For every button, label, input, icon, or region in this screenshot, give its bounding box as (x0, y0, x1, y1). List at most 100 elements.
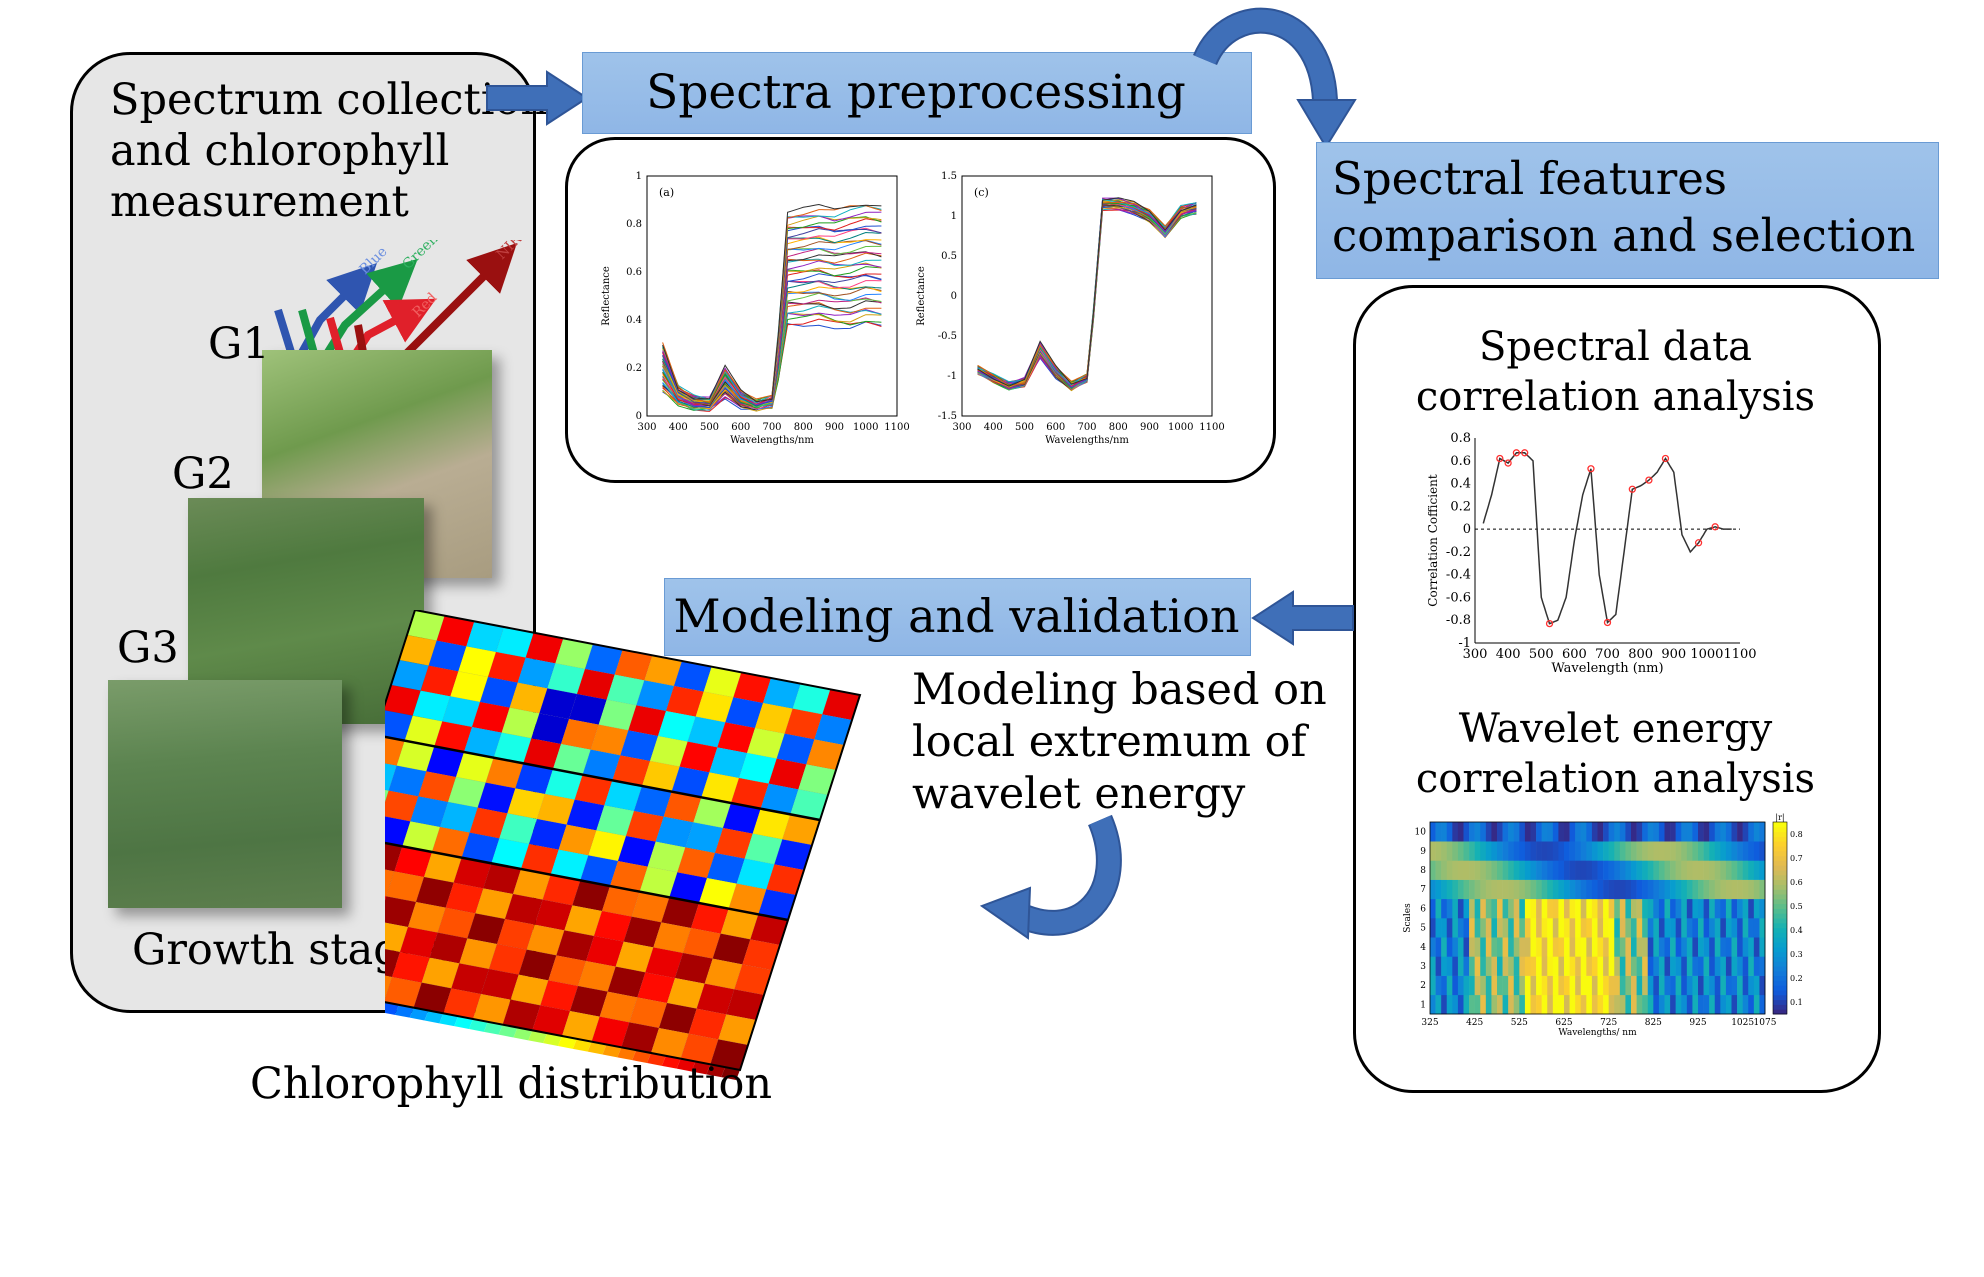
heatmap-cell (1513, 937, 1520, 957)
heatmap-cell (1541, 822, 1548, 842)
colorbar-segment (1773, 975, 1787, 981)
heatmap-cell (1446, 918, 1453, 938)
corr-ytick: -0.8 (1446, 613, 1471, 628)
heatmap-cell (1737, 937, 1743, 957)
heatmap-cell (1485, 860, 1492, 880)
heatmap-cell (1670, 994, 1676, 1015)
corr-ytick: 0.2 (1450, 499, 1471, 514)
heatmap-cell (1491, 841, 1498, 861)
map-colorbar-segment (558, 1036, 577, 1049)
heatmap-cell (1748, 918, 1755, 938)
heatmap-cell (1698, 860, 1704, 880)
heatmap-cell (1725, 822, 1732, 842)
heatmap-cell (1513, 898, 1520, 919)
heatmap-cell (1480, 918, 1487, 938)
heatmap-cell (1614, 822, 1621, 842)
heatmap-cell (1709, 822, 1716, 842)
heatmap-cell (1653, 879, 1660, 900)
heatmap-cell (1642, 956, 1649, 976)
heatmap-cell (1446, 994, 1453, 1015)
heatmap-cell (1491, 879, 1498, 900)
map-colorbar-segment (385, 1002, 399, 1015)
corr-extremum-marker (1504, 459, 1512, 467)
heatmap-xtick: 925 (1689, 1018, 1706, 1028)
heatmap-cell (1742, 937, 1749, 957)
heatmap-cell (1558, 898, 1565, 919)
band-label-blue: Blue (357, 244, 391, 278)
chart-c-ytick: 0.5 (941, 251, 957, 262)
heatmap-cell (1664, 822, 1671, 842)
heatmap-cell (1703, 879, 1710, 900)
heatmap-cell (1586, 860, 1593, 880)
heatmap-cell (1491, 898, 1498, 919)
heatmap-cell (1731, 918, 1738, 938)
heatmap-cell (1564, 937, 1570, 957)
heatmap-cell (1524, 975, 1531, 996)
heatmap-cell (1642, 898, 1649, 919)
heatmap-cell (1642, 918, 1649, 938)
heatmap-cell (1653, 860, 1660, 880)
heatmap-cell (1670, 937, 1676, 957)
map-colorbar-segment (572, 1038, 592, 1052)
heatmap-cell (1552, 841, 1559, 861)
colorbar-segment (1773, 999, 1787, 1005)
heatmap-cell (1524, 918, 1531, 938)
heatmap-cell (1658, 860, 1665, 880)
heatmap-cell (1608, 879, 1615, 900)
heatmap-cell (1513, 822, 1520, 842)
heatmap-cell (1502, 860, 1509, 880)
map-colorbar-segment (424, 1010, 444, 1024)
heatmap-cell (1524, 879, 1531, 900)
heatmap-cell (1435, 860, 1442, 880)
corr-ytick: 0 (1463, 522, 1471, 537)
colorbar-segment (1773, 870, 1787, 876)
heatmap-cell (1753, 822, 1760, 842)
heatmap-cell (1480, 860, 1487, 880)
heatmap-cell (1513, 879, 1520, 900)
heatmap-cell (1569, 841, 1576, 861)
heatmap-cell (1681, 860, 1688, 880)
chart-a-tag: (a) (659, 186, 674, 199)
heatmap-cell (1614, 918, 1621, 938)
heatmap-cell (1446, 822, 1453, 842)
heatmap-cell (1631, 898, 1637, 919)
heatmap-cell (1536, 822, 1542, 842)
heatmap-cell (1457, 975, 1464, 996)
heatmap-cell (1742, 879, 1749, 900)
heatmap-cell (1603, 956, 1609, 976)
heatmap-cell (1586, 918, 1593, 938)
heatmap-cell (1742, 994, 1749, 1015)
heatmap-cell (1552, 822, 1559, 842)
heatmap-cell (1597, 975, 1604, 996)
map-plot-divider (385, 841, 789, 922)
heatmap-cell (1709, 937, 1716, 957)
heatmap-cell (1558, 956, 1565, 976)
chart-a-series-line (662, 248, 882, 405)
chart-a-series-line (662, 205, 882, 403)
heatmap-cell (1603, 994, 1609, 1015)
corr-ytick: -1 (1458, 636, 1471, 651)
heatmap-cell (1530, 956, 1537, 976)
heatmap-cell (1737, 898, 1743, 919)
heatmap-cell (1753, 937, 1760, 957)
heatmap-cell (1686, 879, 1693, 900)
heatmap-cell (1737, 860, 1743, 880)
heatmap-cell (1737, 994, 1743, 1015)
chart-a-series-line (662, 215, 882, 402)
heatmap-cell (1681, 937, 1688, 957)
map-colorbar-segment (691, 1061, 711, 1075)
heatmap-cell (1737, 918, 1743, 938)
chart-a-series-line (662, 236, 882, 405)
heatmap-cell (1642, 879, 1649, 900)
heatmap-cell (1681, 918, 1688, 938)
heatmap-cell (1463, 937, 1470, 957)
heatmap-cell (1491, 918, 1498, 938)
heatmap-cell (1686, 994, 1693, 1015)
heatmap-cell (1485, 975, 1492, 996)
colorbar-tick: 0.8 (1790, 830, 1803, 839)
heatmap-cell (1441, 937, 1448, 957)
heatmap-cell (1474, 994, 1481, 1015)
corr-ytick: -0.6 (1446, 590, 1471, 605)
heatmap-cell (1658, 937, 1665, 957)
heatmap-cell (1586, 898, 1593, 919)
